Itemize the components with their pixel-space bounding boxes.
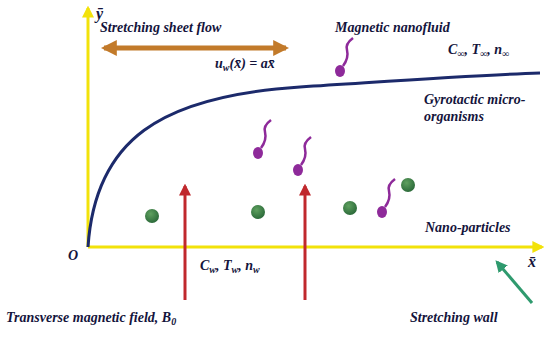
label-text: Magnetic nanofluid — [335, 20, 450, 35]
subscript: w — [232, 264, 239, 275]
subscript: ∞ — [480, 48, 487, 59]
particle-label: Nano-particles — [425, 220, 511, 237]
field-label: Transverse magnetic field, B0 — [6, 310, 176, 328]
organism-label: Gyrotactic micro-organisms — [424, 92, 546, 126]
label-text: x̄ — [528, 253, 536, 270]
label-text: , n — [238, 258, 253, 273]
label-text: u — [215, 56, 223, 71]
label-text: , T — [464, 42, 480, 57]
fluid-label: Magnetic nanofluid — [335, 20, 450, 37]
x-axis — [88, 246, 542, 249]
subscript: w — [223, 62, 230, 73]
label-text: ȳ — [96, 5, 103, 22]
label-text: C — [200, 258, 209, 273]
flow-label: Stretching sheet flow — [100, 20, 221, 37]
wall-conditions: Cw, Tw, nw — [200, 258, 260, 276]
label-text: Stretching sheet flow — [100, 20, 221, 35]
subscript: ∞ — [457, 48, 464, 59]
boundary-layer-curve — [88, 73, 540, 247]
y-axis — [87, 8, 90, 247]
subscript: ∞ — [502, 48, 509, 59]
magnetic-field-arrow — [304, 186, 307, 300]
ambient-conditions: C∞, T∞, n∞ — [448, 42, 509, 60]
label-text: , T — [216, 258, 232, 273]
axis-label: x̄ — [528, 252, 536, 271]
nanoparticles — [145, 178, 415, 223]
subscript: w — [209, 264, 216, 275]
subscript: 0 — [171, 316, 176, 327]
label-text: , n — [487, 42, 502, 57]
label-text: C — [448, 42, 457, 57]
label-text: Stretching wall — [410, 310, 498, 325]
label-text: Nano-particles — [425, 220, 511, 235]
magnetic-field-arrow — [184, 186, 187, 300]
stretching-arrow — [104, 46, 286, 51]
origin-label: O — [68, 248, 78, 265]
velocity-formula: uw(x̄) = ax̄ — [215, 56, 275, 74]
subscript: w — [253, 264, 260, 275]
label-text: (x̄) = ax̄ — [229, 56, 274, 71]
label-text: O — [68, 248, 78, 263]
wall-label: Stretching wall — [410, 310, 498, 327]
wall-pointer — [497, 262, 532, 303]
label-text: Gyrotactic micro-organisms — [424, 92, 525, 124]
label-text: Transverse magnetic field, B — [6, 310, 171, 325]
